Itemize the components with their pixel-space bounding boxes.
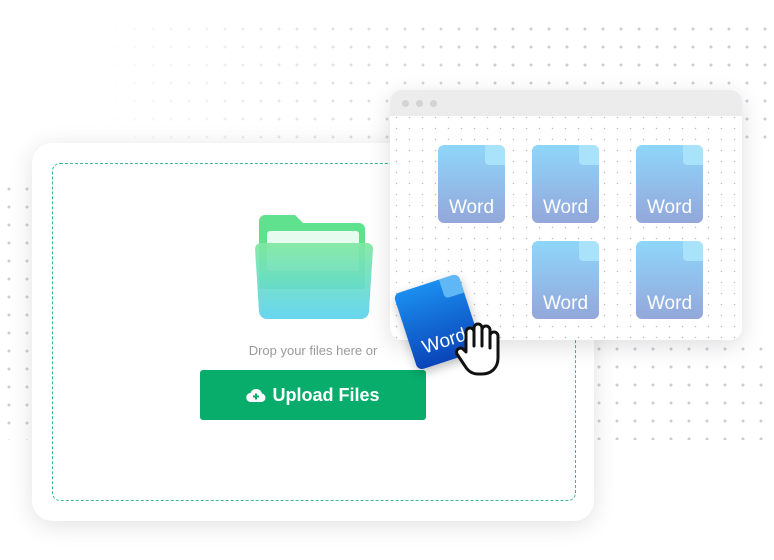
file-label: Word (542, 293, 589, 314)
file-label: Word (448, 197, 495, 218)
cloud-upload-icon (246, 388, 266, 403)
window-title-bar (390, 90, 742, 116)
word-file[interactable]: Word (636, 241, 703, 319)
word-file[interactable]: Word (532, 145, 599, 223)
word-file[interactable]: Word (532, 241, 599, 319)
file-label: Word (542, 197, 589, 218)
window-dot (402, 99, 409, 107)
upload-files-label: Upload Files (272, 384, 380, 405)
dot-pattern-right (590, 340, 770, 440)
folder-icon (255, 215, 373, 319)
word-file[interactable]: Word (636, 145, 703, 223)
word-file[interactable]: Word (438, 145, 505, 223)
drop-text: Drop your files here or (248, 343, 378, 358)
upload-files-button[interactable]: Upload Files (200, 370, 426, 420)
window-dot (416, 99, 423, 107)
file-label: Word (646, 293, 693, 314)
file-label: Word (646, 197, 693, 218)
window-dot (430, 99, 437, 107)
hand-cursor-icon (455, 322, 500, 376)
